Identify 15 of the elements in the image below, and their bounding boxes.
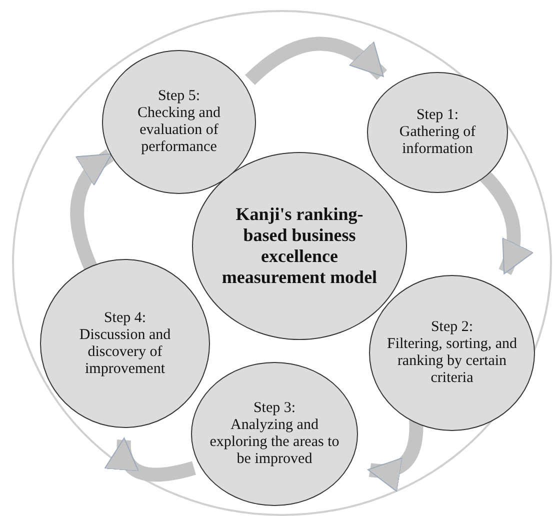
step-description: Checking and evaluation of performance	[136, 105, 222, 156]
curved-arrow	[106, 438, 196, 482]
curved-arrow	[478, 170, 533, 275]
step-description: Gathering of information	[398, 124, 477, 158]
curved-arrow	[245, 36, 387, 86]
step-heading: Step 5:	[158, 88, 200, 105]
model-title: Kanji's ranking-based business excellence measurement model	[220, 204, 378, 288]
step-heading: Step 4:	[104, 310, 146, 326]
step-description: Analyzing and exploring the areas to be improved	[208, 417, 340, 468]
step-heading: Step 3:	[253, 400, 296, 417]
step-heading: Step 1:	[416, 107, 459, 124]
step-description: Filtering, sorting, and ranking by certain criteria	[386, 336, 518, 387]
step-heading: Step 2:	[430, 319, 474, 336]
curved-arrow	[368, 418, 424, 491]
step-description: Discussion and discovery of improvement	[78, 326, 172, 378]
